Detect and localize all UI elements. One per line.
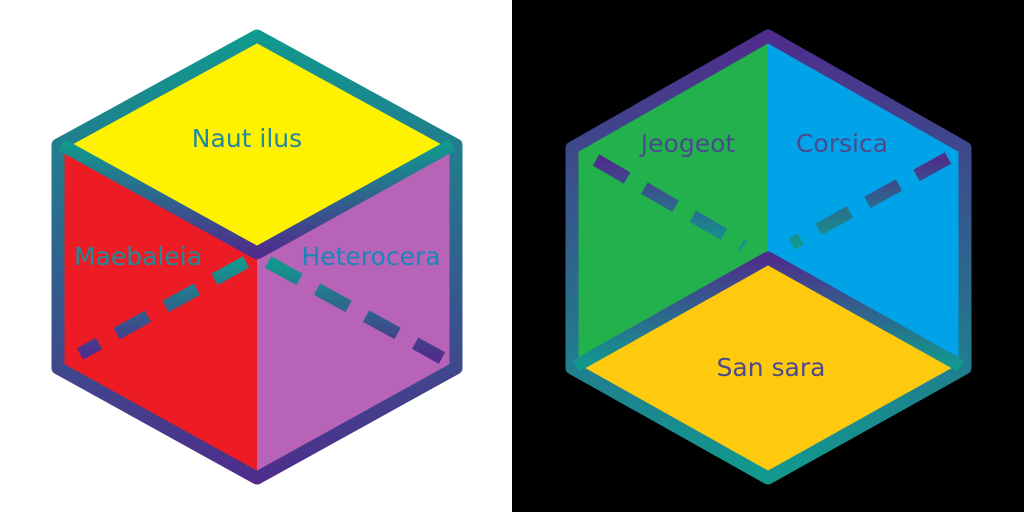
- hidden-edge-left: [592, 154, 748, 252]
- right-cube-hidden-edges: [592, 152, 952, 470]
- right-cube: Jeogeot Corsica San sara: [565, 29, 972, 485]
- hidden-edge-right: [788, 152, 952, 250]
- label-nautilus: Naut ilus: [192, 124, 302, 153]
- hidden-edge-left: [76, 256, 250, 360]
- label-jeogeot: Jeogeot: [639, 129, 736, 158]
- label-maebaleia: Maebaleia: [74, 242, 202, 271]
- label-heterocera: Heterocera: [301, 242, 440, 271]
- left-cube-outline: [51, 29, 463, 485]
- right-cube-edges: [565, 29, 972, 485]
- left-cube-edges: [51, 29, 463, 485]
- left-cube: Naut ilus Maebaleia Heterocera: [51, 29, 463, 485]
- hidden-edge-right: [264, 256, 446, 364]
- right-cube-outline: [565, 29, 972, 485]
- label-corsica: Corsica: [796, 129, 888, 158]
- left-cube-hidden-edges: [76, 42, 446, 364]
